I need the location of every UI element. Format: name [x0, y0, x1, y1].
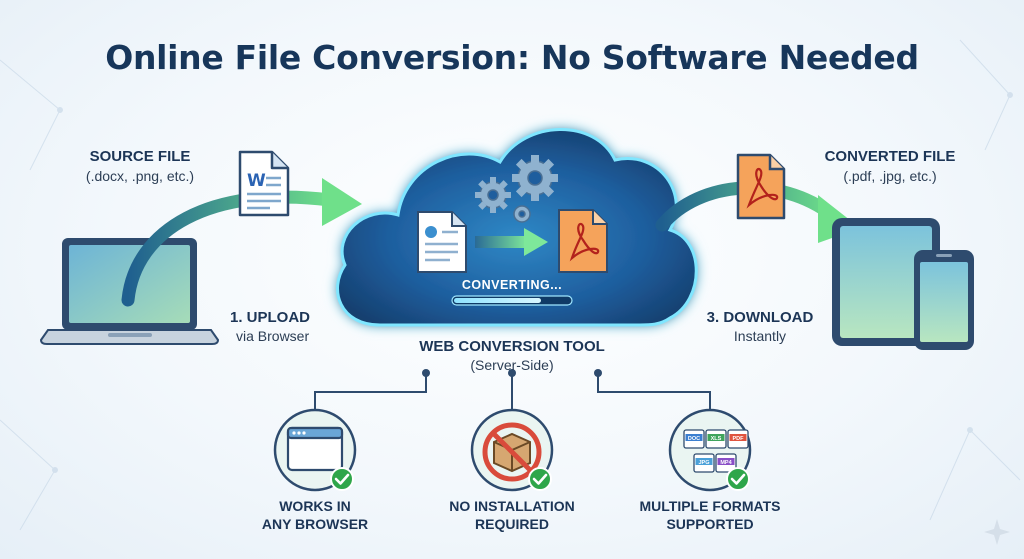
source-file-heading: SOURCE FILE [89, 148, 191, 165]
convert-arrow [475, 228, 548, 256]
file-formats-icon: DOC XLS PDF JPG MP4 [683, 429, 749, 473]
web-tool-heading: WEB CONVERSION TOOL [419, 338, 605, 355]
source-file-formats: (.docx, .png, etc.) [85, 168, 195, 184]
web-tool-detail: (Server-Side) [470, 357, 554, 373]
converted-file-heading: CONVERTED FILE [824, 148, 956, 165]
feature-circle-no-install [470, 408, 554, 492]
conversion-progress-bar [451, 295, 573, 306]
upload-step-label: 1. UPLOAD [230, 309, 311, 326]
phone-icon [914, 250, 974, 350]
word-document-icon: W [238, 150, 290, 217]
no-box-install-icon [482, 422, 542, 482]
background-network-decoration [0, 39, 1021, 531]
download-step-detail: Instantly [733, 328, 787, 344]
checkmark-badge-icon [726, 467, 750, 491]
page-title: Online File Conversion: No Software Need… [105, 38, 919, 77]
source-document-icon [417, 211, 467, 273]
converted-file-formats: (.pdf, .jpg, etc.) [843, 168, 937, 184]
pdf-document-icon [558, 209, 608, 273]
format-badge-label: JPG [698, 460, 709, 466]
format-badge-label: DOC [688, 436, 700, 442]
feature-circle-browser [273, 408, 357, 492]
format-badge-mp4: MP4 [715, 453, 737, 473]
format-badge-jpg: JPG [693, 453, 715, 473]
tablet-icon [832, 218, 940, 346]
checkmark-badge-icon [330, 467, 354, 491]
upload-arrowhead [322, 178, 362, 226]
pdf-file-icon [736, 153, 786, 220]
format-badge-label: PDF [733, 436, 745, 442]
format-badge-label: MP4 [720, 460, 732, 466]
format-badge-doc: DOC [683, 429, 705, 449]
download-step-label: 3. DOWNLOAD [706, 309, 814, 326]
converting-status: CONVERTING... [461, 278, 563, 292]
svg-text:W: W [247, 171, 266, 191]
checkmark-badge-icon [528, 467, 552, 491]
format-badge-pdf: PDF [727, 429, 749, 449]
upload-step-detail: via Browser [236, 328, 310, 344]
browser-window-icon [286, 426, 344, 472]
gears-icon [475, 155, 558, 223]
cloud-server-shape [336, 128, 698, 327]
connector-dots [422, 369, 602, 377]
feature-circle-formats: DOC XLS PDF JPG MP4 [668, 408, 752, 492]
format-badge-xls: XLS [705, 429, 727, 449]
format-badge-label: XLS [711, 436, 722, 442]
sparkle-icon [984, 519, 1010, 545]
